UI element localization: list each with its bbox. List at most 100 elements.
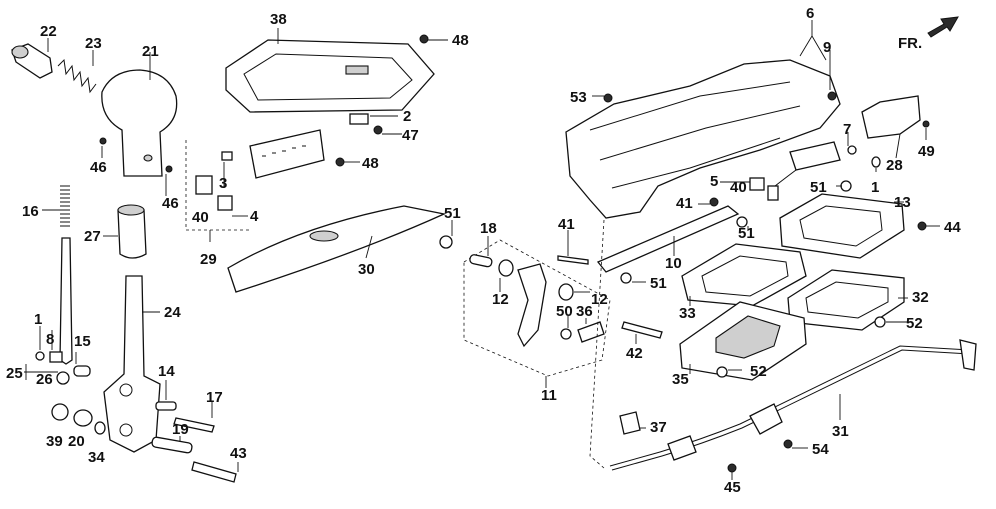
nut-52a-part (874, 316, 886, 328)
callout-16: 16 (22, 203, 39, 220)
nut-26-part (56, 371, 70, 385)
bushing-8-part (49, 351, 63, 363)
callout-51c: 51 (738, 225, 755, 242)
callout-21: 21 (142, 43, 159, 60)
callout-41b: 41 (676, 195, 693, 212)
callout-40b: 40 (730, 179, 747, 196)
shift-cable-assembly (589, 219, 977, 473)
callout-11: 11 (541, 387, 557, 404)
collar-14-part (155, 401, 177, 411)
lock-rod-part (59, 237, 73, 365)
callout-46b: 46 (162, 195, 179, 212)
front-direction-indicator: FR. (898, 16, 959, 52)
nut-51c-part (736, 216, 748, 228)
callout-33: 33 (679, 305, 696, 322)
bulb-40-part (217, 195, 233, 211)
base-ribs (589, 81, 801, 189)
callout-6: 6 (806, 5, 814, 22)
lever-pivot-hole (119, 383, 133, 397)
callout-38: 38 (270, 11, 287, 28)
indicator-assembly (185, 34, 447, 293)
callout-3: 3 (219, 175, 227, 192)
base-bracket-assembly (565, 59, 930, 381)
callout-42: 42 (626, 345, 643, 362)
callout-46a: 46 (90, 159, 107, 176)
collar-18-part (469, 254, 493, 268)
cable-bracket-part (749, 403, 783, 435)
callout-22: 22 (40, 23, 57, 40)
bolt-43-part (191, 461, 237, 483)
callout-8: 8 (46, 331, 54, 348)
front-arrow-icon (927, 16, 959, 38)
bulb-group-bracket (185, 140, 250, 231)
bracket-28-part (861, 95, 921, 139)
callout-53: 53 (570, 89, 587, 106)
callout-1b: 1 (34, 311, 42, 328)
group-25-bracket (25, 364, 34, 380)
callout-34: 34 (88, 449, 105, 466)
clip-1-part (35, 351, 45, 361)
callout-13: 13 (894, 194, 911, 211)
nut-39-part (51, 403, 69, 421)
screw-47-part (373, 125, 383, 135)
callout-28: 28 (886, 157, 903, 174)
console-cover-part (225, 39, 435, 113)
collar-15-part (73, 365, 91, 377)
console-cover-window (243, 53, 413, 101)
callout-10: 10 (665, 255, 682, 272)
clip-37-part (619, 411, 641, 435)
link-arm-part (517, 263, 547, 348)
callout-4: 4 (250, 208, 259, 225)
control-rod-part (596, 205, 740, 273)
bushing-12a-part (498, 259, 514, 277)
plate-32-inner (805, 281, 889, 319)
bolt-17-part (173, 417, 215, 433)
callout-48a: 48 (452, 32, 469, 49)
callout-39: 39 (46, 433, 63, 450)
callout-47: 47 (402, 127, 419, 144)
callout-14: 14 (158, 363, 175, 380)
callout-52a: 52 (906, 315, 923, 332)
bulb-3-part (221, 151, 233, 161)
nut-51b-part (840, 180, 852, 192)
screw-48b-part (419, 34, 429, 44)
callout-7: 7 (843, 121, 851, 138)
cable-lever-end (959, 339, 977, 371)
callout-48b: 48 (362, 155, 379, 172)
callout-25: 25 (6, 365, 23, 382)
callout-19: 19 (172, 421, 189, 438)
bolt-44-part (917, 221, 927, 231)
shift-knob-assembly (11, 43, 237, 483)
callout-labels: 1 1 2 3 4 5 6 7 8 9 10 11 12 12 13 14 15… (6, 5, 961, 496)
callout-50: 50 (556, 303, 573, 320)
gasket-13-inner (799, 205, 883, 247)
leader-lines (24, 20, 940, 480)
callout-37: 37 (650, 419, 667, 436)
lever-lower-hole (119, 423, 133, 437)
nut-52b-part (716, 366, 728, 378)
seal-33-inner (701, 255, 789, 297)
callout-9: 9 (823, 39, 831, 56)
link-group-bracket (463, 239, 611, 377)
callout-20: 20 (68, 433, 85, 450)
callout-2: 2 (403, 108, 411, 125)
screw-46b-part (165, 165, 173, 173)
callout-36: 36 (576, 303, 593, 320)
solenoid-cover-top (117, 204, 145, 216)
bulb-40b-part (749, 177, 765, 191)
callout-24: 24 (164, 304, 181, 321)
callout-45: 45 (724, 479, 741, 496)
callout-54: 54 (812, 441, 829, 458)
front-label: FR. (898, 35, 922, 52)
callout-15: 15 (74, 333, 91, 350)
callout-44: 44 (944, 219, 961, 236)
gasket-13-part (779, 193, 905, 259)
callout-5: 5 (710, 173, 718, 190)
callout-12b: 12 (591, 291, 608, 308)
nut-50-part (560, 328, 572, 340)
plate-32-part (787, 269, 905, 331)
callout-49: 49 (918, 143, 935, 160)
callout-32: 32 (912, 289, 929, 306)
callout-18: 18 (480, 220, 497, 237)
